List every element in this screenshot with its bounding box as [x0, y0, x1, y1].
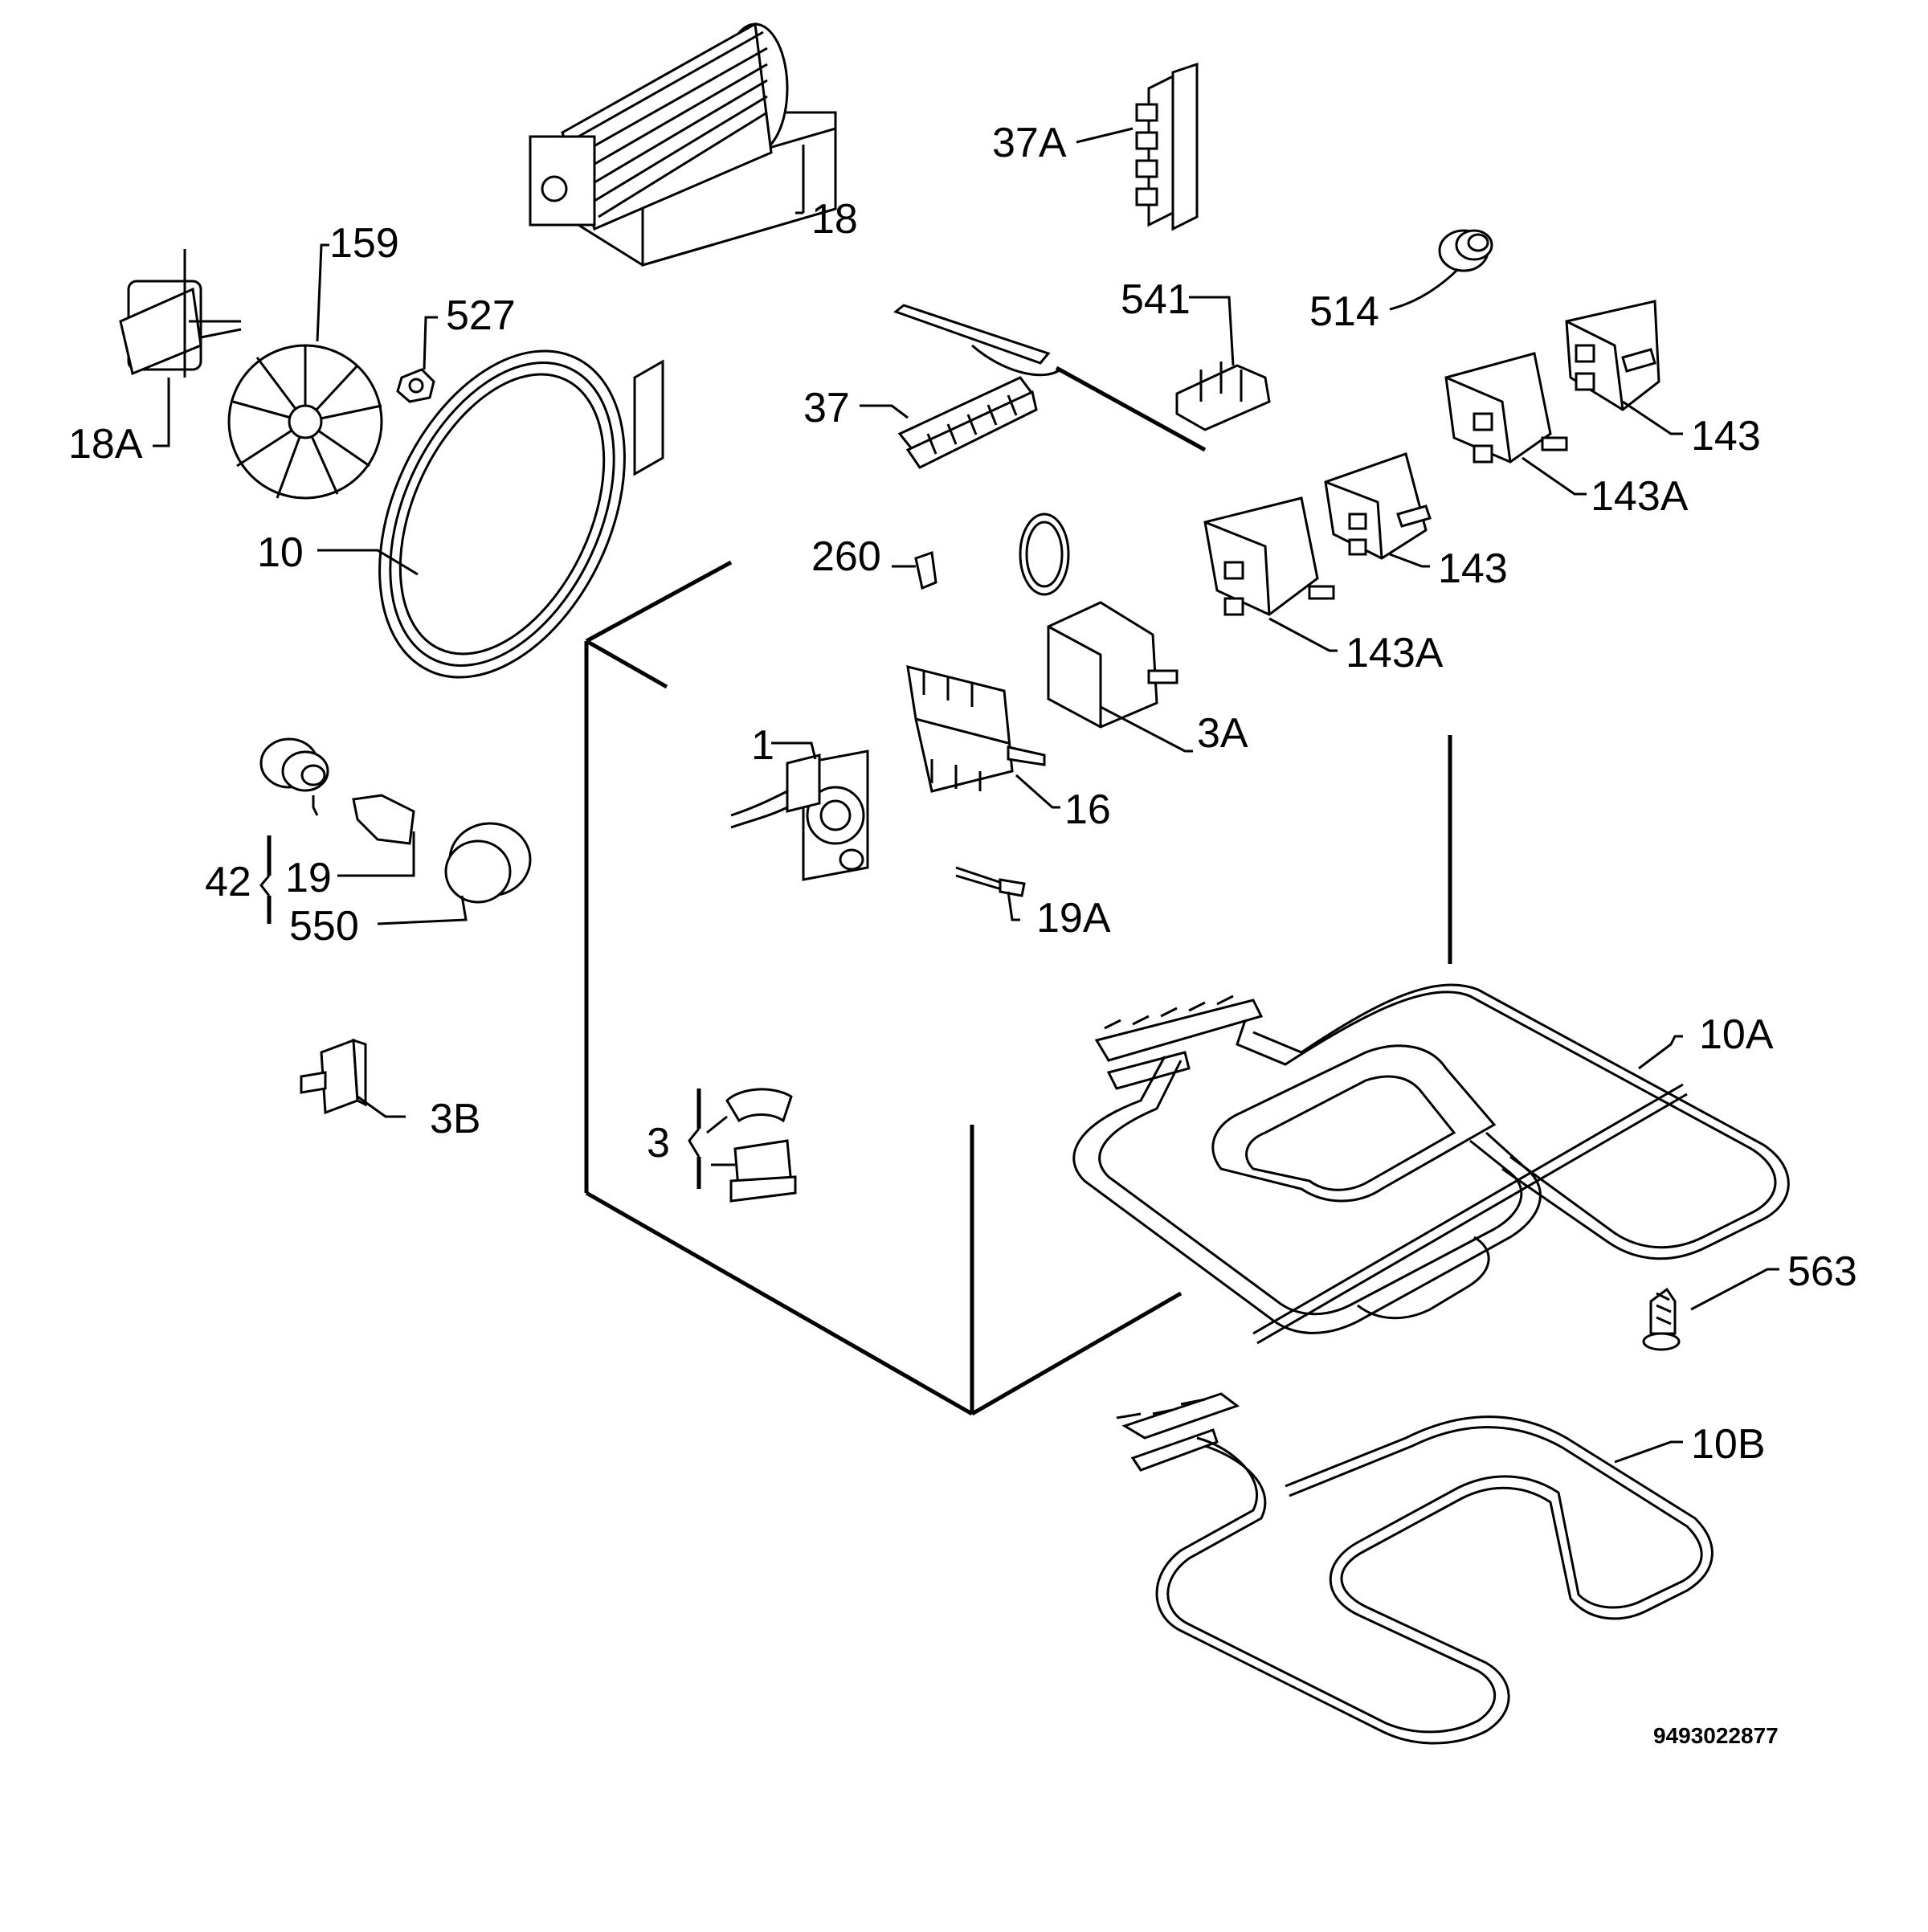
switch-143-top — [1565, 300, 1683, 435]
label-143-top: 143 — [1691, 413, 1761, 460]
label-3: 3 — [647, 1120, 670, 1166]
fan-motor-part — [119, 249, 242, 447]
label-527: 527 — [446, 292, 516, 339]
label-541: 541 — [1121, 276, 1191, 323]
label-10A: 10A — [1699, 1011, 1774, 1058]
label-159: 159 — [329, 220, 399, 267]
connector-part — [1175, 296, 1271, 431]
timer-part — [730, 741, 869, 881]
label-19A: 19A — [1036, 895, 1111, 941]
bushing-part — [1389, 229, 1493, 311]
nut-part — [396, 316, 438, 403]
label-42: 42 — [205, 859, 251, 905]
label-16: 16 — [1064, 786, 1111, 833]
terminal-strip-part — [1076, 62, 1199, 231]
label-3A: 3A — [1197, 710, 1248, 757]
label-3B: 3B — [430, 1096, 481, 1142]
screw-part — [1642, 1268, 1779, 1351]
label-550: 550 — [289, 903, 359, 950]
fan-blade-part — [227, 243, 383, 500]
label-143-mid: 143 — [1438, 545, 1508, 592]
label-143A-top: 143A — [1591, 473, 1689, 520]
label-19: 19 — [285, 855, 332, 901]
switch-143A-mid — [1203, 496, 1338, 652]
label-18A: 18A — [68, 421, 143, 468]
terminal-block-part — [860, 376, 1038, 469]
grill-element-part — [1072, 983, 1790, 1345]
wire-terminal-part — [955, 866, 1026, 921]
thermostat-part — [892, 304, 1193, 753]
label-143A-mid: 143A — [1346, 630, 1444, 676]
label-260: 260 — [811, 533, 881, 580]
label-10: 10 — [257, 529, 304, 576]
label-18: 18 — [811, 196, 858, 243]
switch-143A-top — [1444, 352, 1587, 496]
thermal-cutout-part — [300, 1038, 406, 1118]
switch-143-mid — [1324, 452, 1432, 568]
callout-labels: 18 37A 159 527 541 514 18A 37 143 143A 1… — [68, 120, 1857, 1748]
tangential-fan-part — [529, 22, 837, 267]
label-37: 37 — [803, 385, 850, 431]
circular-element-part — [317, 349, 664, 679]
label-1: 1 — [751, 722, 774, 769]
document-number: 9493022877 — [1653, 1723, 1779, 1748]
label-37A: 37A — [992, 120, 1067, 166]
bottom-element-part — [1116, 1392, 1714, 1745]
label-514: 514 — [1309, 288, 1379, 335]
selector-switch-part — [906, 664, 1060, 809]
lamp-assembly-part — [259, 737, 532, 925]
label-10B: 10B — [1691, 1421, 1766, 1468]
oven-cavity-outline — [584, 366, 1452, 1416]
label-563: 563 — [1787, 1248, 1857, 1295]
thermal-switch-part — [688, 1088, 797, 1203]
